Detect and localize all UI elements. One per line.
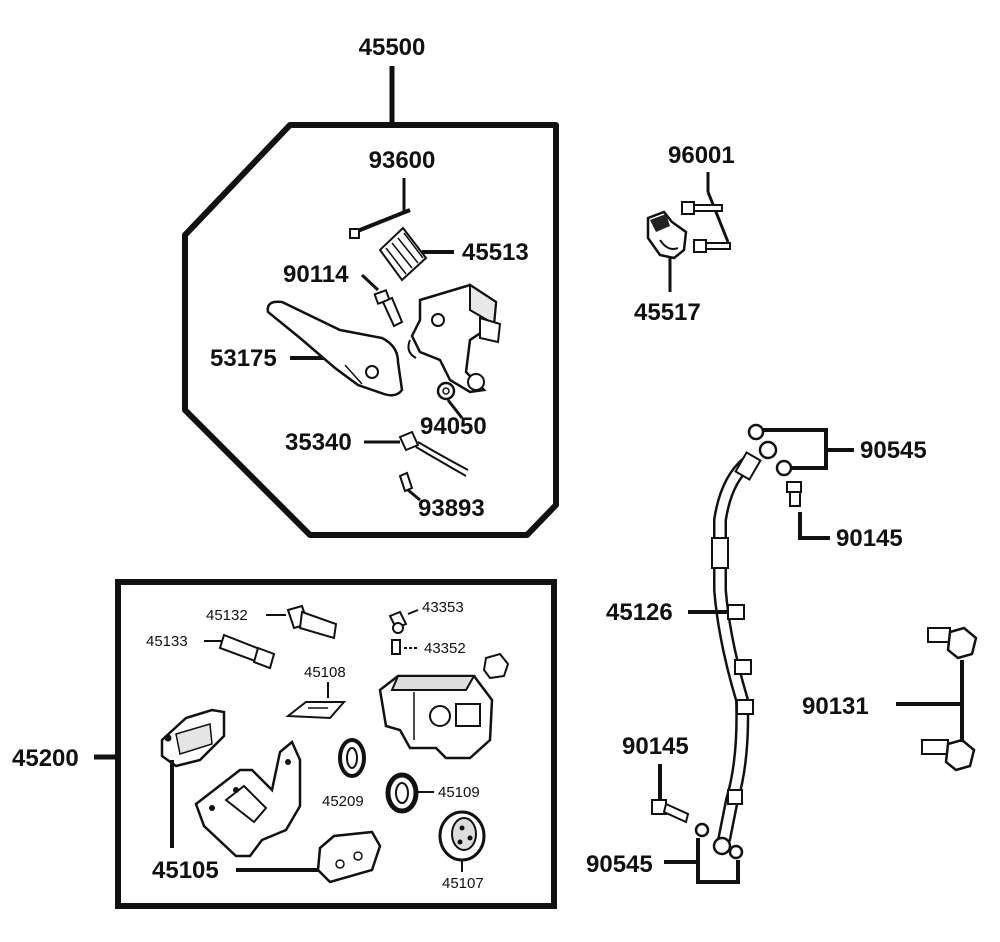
part-small-screw: 93893 [398, 471, 485, 522]
part-washers-bottom [694, 822, 744, 860]
label-35340: 35340 [285, 429, 352, 456]
label-45513: 45513 [462, 239, 529, 266]
part-banjo-bolt-top [786, 481, 802, 507]
label-90145-top: 90145 [836, 525, 903, 552]
label-45105: 45105 [152, 857, 219, 884]
master-cylinder-box [182, 122, 559, 538]
part-pivot-bolt: 90114 [283, 261, 404, 328]
label-45108: 45108 [304, 664, 346, 681]
part-bleeder: 43353 43352 [388, 599, 466, 657]
label-master-cylinder: 45500 [359, 34, 426, 61]
label-93893: 93893 [418, 495, 485, 522]
label-96001: 96001 [668, 142, 735, 169]
part-seal-b: 45109 [385, 772, 480, 814]
master-cylinder-assembly: 45500 93600 45513 90114 [182, 34, 559, 538]
part-seal-a: 45209 [322, 738, 366, 810]
label-45209: 45209 [322, 793, 364, 810]
part-piston: 45107 [438, 810, 486, 892]
part-brake-hose [711, 451, 762, 856]
brake-hose-group: 90545 90145 45126 [586, 423, 978, 884]
caliper-assembly: 45200 45132 45133 43353 43352 [12, 579, 557, 909]
label-93600: 93600 [369, 147, 436, 174]
part-pin-b: 45133 [146, 633, 276, 670]
part-reservoir-cap: 45513 [378, 226, 529, 282]
part-caliper-bracket [194, 739, 302, 858]
label-45126: 45126 [606, 599, 673, 626]
part-clamp-bolts [681, 201, 731, 253]
handlebar-clamp-group: 96001 45517 [634, 142, 735, 326]
label-43353: 43353 [422, 599, 464, 616]
part-mount-bolts [921, 626, 978, 772]
label-45133: 45133 [146, 633, 188, 650]
part-washers-top [747, 423, 793, 477]
part-switch-screw: 93600 [349, 147, 436, 239]
label-90145-bottom: 90145 [622, 733, 689, 760]
label-45132: 45132 [206, 607, 248, 624]
label-caliper: 45200 [12, 745, 79, 772]
label-90545-top: 90545 [860, 437, 927, 464]
part-brake-lever: 53175 [210, 300, 404, 397]
part-clamp-holder [646, 210, 688, 260]
label-45109: 45109 [438, 784, 480, 801]
label-45107: 45107 [442, 875, 484, 892]
part-banjo-bolt-bottom [651, 799, 690, 824]
caliper-box [115, 579, 557, 909]
part-stop-switch: 35340 [285, 429, 469, 477]
part-nut: 94050 [420, 381, 487, 440]
part-brake-pad-bottom [316, 830, 382, 884]
label-53175: 53175 [210, 345, 277, 372]
label-94050: 94050 [420, 413, 487, 440]
part-pin-a: 45132 [206, 604, 338, 640]
label-43352: 43352 [424, 640, 466, 657]
label-90114: 90114 [283, 261, 349, 288]
part-caliper-body [378, 674, 494, 760]
label-90545-bottom: 90545 [586, 851, 653, 878]
part-caliper-cap [482, 652, 510, 680]
label-45517: 45517 [634, 299, 701, 326]
part-pad-spring: 45108 [285, 664, 347, 720]
part-brake-pad-left [160, 708, 226, 768]
part-master-cylinder-body [407, 283, 502, 394]
label-90131: 90131 [802, 693, 869, 720]
